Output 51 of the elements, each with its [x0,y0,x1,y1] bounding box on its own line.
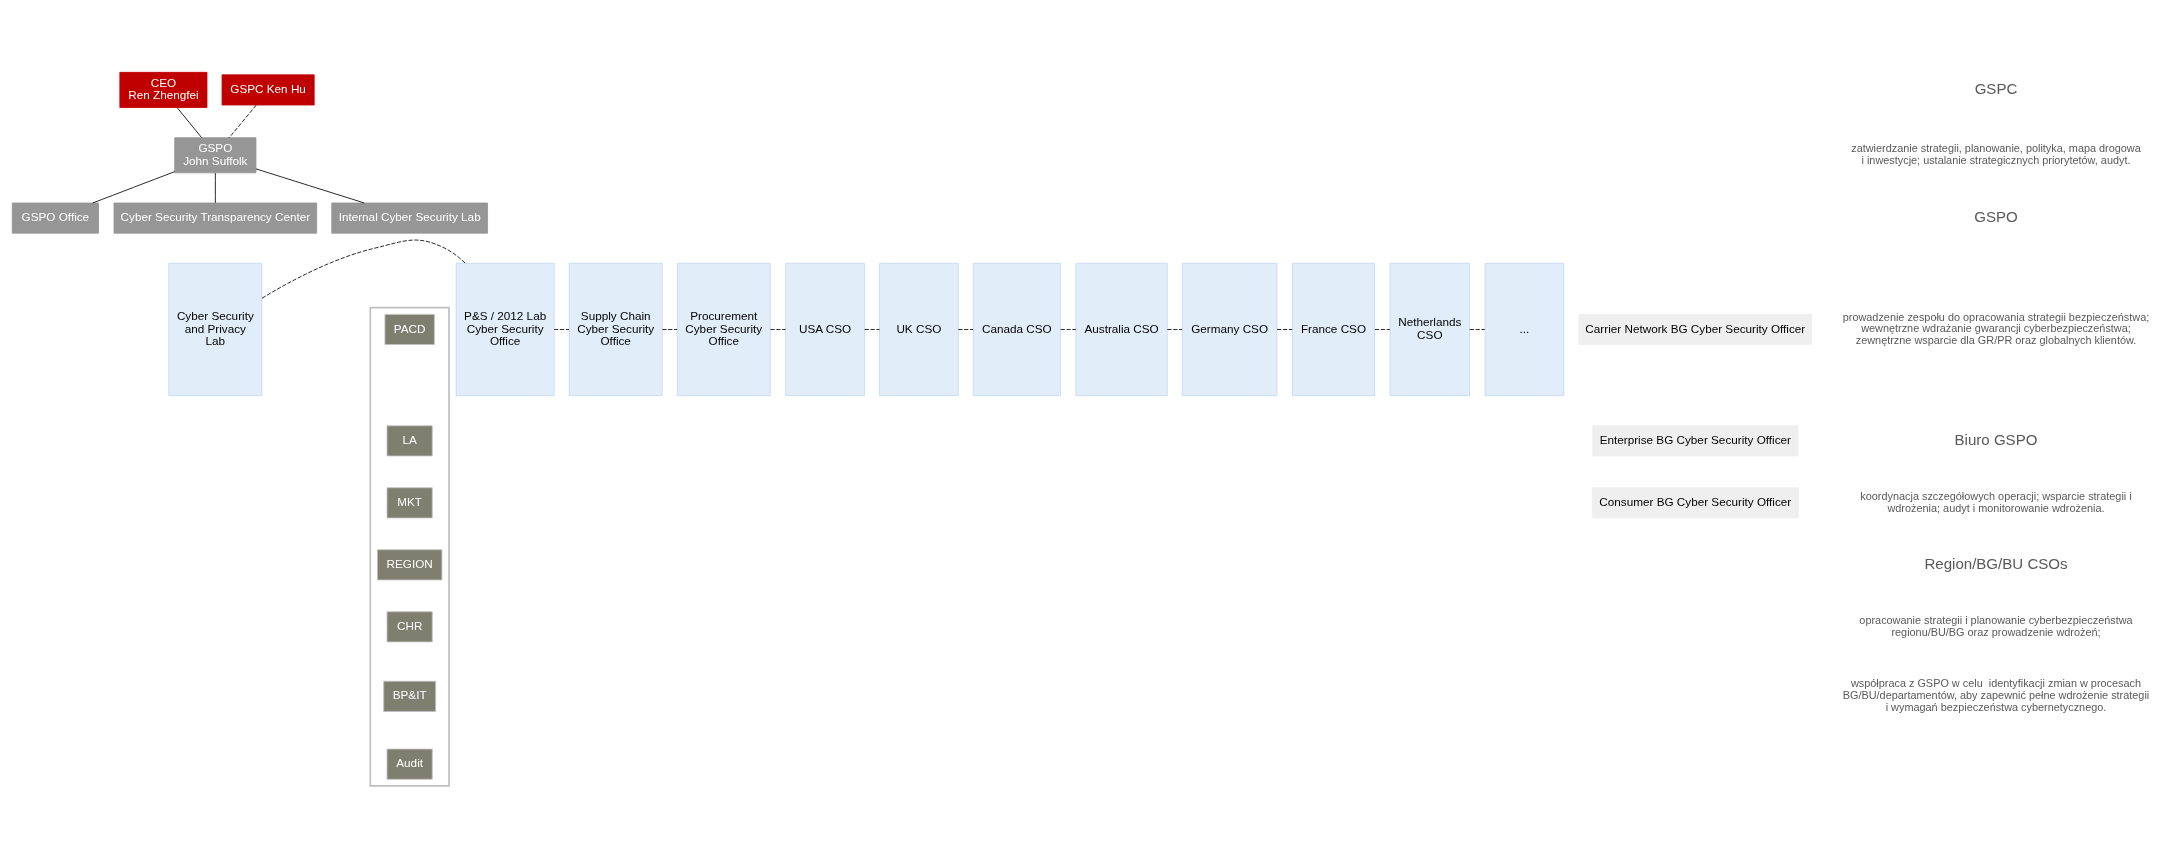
label: zatwierdzanie strategii, planowanie, polityka, mapa drogowa i inwestycje; ustalanie strategicznych priorytetów, audyt. [1851,141,2141,166]
connector [957,328,974,330]
node-box: Canada CSO [972,262,1061,396]
node-box: CHR [386,610,433,642]
connector [176,106,202,138]
node-box: Netherlands CSO [1389,262,1470,396]
node-box: REGION [377,548,443,580]
connector [1374,328,1391,330]
connector [1060,328,1077,330]
label: GSPO [1974,207,2018,225]
node-box: Cyber Security and Privacy Lab [168,262,263,396]
node-box: MKT [386,486,433,518]
node-box: CEO Ren Zhengfei [119,71,208,108]
connector [864,328,880,330]
label: Biuro GSPO [1954,430,2038,448]
connector [92,170,175,203]
label: GSPC [1974,79,2018,97]
node-box: BP&IT [383,680,437,712]
label: Region/BG/BU CSOs [1924,554,2068,572]
connector [214,172,216,203]
node-box: Cyber Security Transparency Center [113,202,318,234]
node-box: Germany CSO [1181,262,1278,396]
cluster [369,306,450,787]
node-box: GSPC Ken Hu [221,73,315,105]
label: prowadzenie zespołu do opracowania strategii bezpieczeństwa; wewnętrzne wdrażanie gwarancji cyberbezpieczeństwa; zewnętrzne wsparcie dla GR/PR oraz globalnych klientów. [1842,310,2150,346]
node-box: Audit [386,748,433,780]
node-box: Australia CSO [1075,262,1168,396]
node-box: UK CSO [879,262,959,396]
connector [553,328,570,330]
label: koordynacja szczegółowych operacji; wsparcie strategii i wdrożenia; audyt i monitorowanie wdrożenia. [1860,489,2132,514]
connector [1276,328,1293,330]
label: współpraca z GSPO w celu identyfikacji zmian w procesach BG/BU/departamentów, aby zapewnić pełne wdrożenie strategii i wymagań bezpieczeństwa cybernetycznego. [1842,676,2150,713]
connector [261,239,466,299]
connector [1469,328,1486,330]
node-box: Internal Cyber Security Lab [331,202,488,234]
node-box: Supply Chain Cyber Security Office [568,262,663,396]
node-box: GSPO Office [11,202,99,234]
node-box: ... [1484,262,1565,396]
node-box: Procurement Cyber Security Office [676,262,771,396]
node-box: USA CSO [785,262,865,396]
connector [661,328,678,330]
node-box: GSPO John Suffolk [174,136,257,173]
label: opracowanie strategii i planowanie cyberbezpieczeństwa regionu/BU/BG oraz prowadzenie wdrożeń; [1859,613,2133,638]
node-box: France CSO [1292,262,1375,396]
connector [228,104,257,138]
connector [1166,328,1183,330]
connector [255,168,365,203]
node-box: P&S / 2012 Lab Cyber Security Office [455,262,555,396]
connector [770,328,787,330]
node-box: LA [386,424,433,456]
node-box: PACD [384,313,435,345]
